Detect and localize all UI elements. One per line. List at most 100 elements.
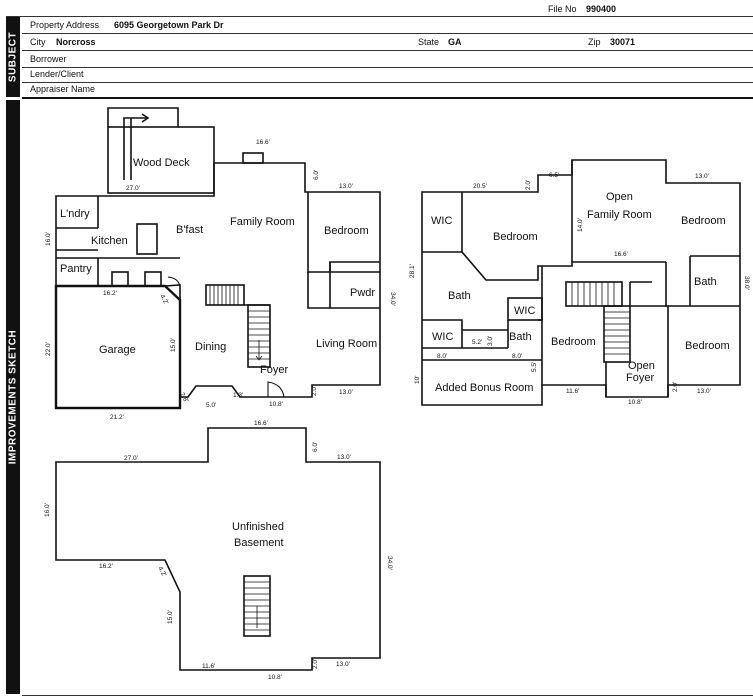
zip-label: Zip [588, 37, 601, 47]
deck-stair-arrow [123, 117, 148, 180]
label-bedroom-upper-3: Bedroom [551, 336, 596, 348]
label-unfinished: Unfinished [232, 521, 284, 533]
dim-main-13-top: 13.0' [339, 183, 353, 190]
dim-main-2: 2.0' [311, 386, 318, 396]
dim-base-13-bottom: 13.0' [336, 661, 350, 668]
label-bath-upper-2: Bath [694, 276, 717, 288]
dim-upper-116: 11.6' [566, 388, 579, 395]
basement-outline [55, 427, 381, 671]
label-basement: Basement [234, 537, 284, 549]
dim-main-deck: 27.0' [126, 185, 140, 192]
dim-base-162: 16.2' [99, 563, 113, 570]
main-stair-treads [209, 285, 270, 361]
file-no-value: 990400 [586, 4, 617, 14]
label-family-room: Family Room [230, 216, 295, 228]
property-address-value: 6095 Georgetown Park Dr [114, 20, 224, 30]
dim-upper-166: 16.6' [614, 251, 628, 258]
dim-upper-8a: 8.0' [437, 353, 447, 360]
dim-base-166: 16.6' [254, 420, 268, 427]
dim-main-15: 15.0' [170, 338, 177, 352]
dim-upper-65: 6.5' [549, 172, 559, 179]
property-address-row: Property Address 6095 Georgetown Park Dr [22, 17, 753, 34]
dim-main-162: 16.2' [103, 290, 117, 297]
appraiser-label: Appraiser Name [30, 84, 96, 94]
dim-main-13-bottom: 13.0' [339, 389, 353, 396]
dim-base-108: 10.8' [268, 674, 282, 681]
label-kitchen: Kitchen [91, 235, 128, 247]
wood-deck-outline [107, 126, 215, 194]
label-wic-upper-1: WIC [431, 215, 452, 227]
appraiser-row: Appraiser Name [22, 81, 753, 99]
dim-upper-8b: 8.0' [512, 353, 522, 360]
city-label: City [30, 37, 46, 47]
label-bfast: B'fast [176, 224, 203, 236]
label-pwdr: Pwdr [350, 287, 375, 299]
upper-floor-plan [421, 159, 741, 406]
dim-upper-10: 10' [414, 376, 421, 384]
dim-upper-108: 10.8' [628, 399, 642, 406]
dim-main-108: 10.8' [269, 401, 283, 408]
zip-value: 30071 [610, 37, 636, 47]
label-open-foyer-2: Foyer [626, 372, 654, 384]
label-bath-upper-1: Bath [448, 290, 471, 302]
dim-upper-38: 38.0' [743, 276, 750, 290]
lender-label: Lender/Client [30, 69, 84, 79]
main-floor-plan [54, 107, 381, 410]
dim-upper-205: 20.5' [473, 183, 487, 190]
label-bedroom-upper-4: Bedroom [685, 340, 730, 352]
state-label: State [418, 37, 440, 47]
main-floor-outline [55, 162, 381, 398]
label-laundry: L'ndry [60, 208, 90, 220]
city-row: City Norcross State GA Zip 30071 [22, 34, 753, 51]
upper-floor-outline [421, 159, 741, 406]
label-open-family-1: Open [606, 191, 633, 203]
state-value: GA [448, 37, 462, 47]
dim-main-22: 22.0' [45, 342, 52, 356]
dim-base-6: 6.0' [312, 442, 319, 452]
dim-main-5: 5.0' [206, 402, 216, 409]
dim-base-16: 16.0' [44, 503, 51, 517]
label-open-foyer-1: Open [628, 360, 655, 372]
dim-base-13-top: 13.0' [337, 454, 351, 461]
label-bedroom-upper-2: Bedroom [681, 215, 726, 227]
arrow-head [141, 113, 150, 123]
dim-main-6: 6.0' [313, 170, 320, 180]
dim-upper-2b: 2.0' [672, 382, 679, 392]
basement-stair-treads [244, 581, 270, 631]
label-bonus-room: Added Bonus Room [435, 382, 533, 394]
borrower-label: Borrower [30, 54, 67, 64]
city-value: Norcross [56, 37, 96, 47]
label-bath-upper-3: Bath [509, 331, 532, 343]
kitchen-island [136, 223, 158, 255]
dim-main-28: 2.8' [178, 392, 189, 404]
lender-row: Lender/Client [22, 66, 753, 83]
basement-plan [55, 427, 381, 671]
dim-main-16: 16.0' [45, 232, 52, 246]
dim-main-13: 1.3' [233, 392, 243, 399]
dim-base-27: 27.0' [124, 455, 138, 462]
dim-base-2: 2.0' [312, 659, 319, 669]
dim-base-34: 34.0' [386, 556, 393, 570]
dim-main-34: 34.0' [389, 292, 396, 306]
property-address-label: Property Address [30, 20, 100, 30]
dim-upper-2: 2.0' [525, 180, 532, 190]
footer-rule [22, 695, 753, 696]
main-stairs-1 [205, 284, 245, 306]
dim-base-15: 15.0' [167, 610, 174, 624]
dim-upper-14: 14.0' [577, 218, 584, 232]
dim-upper-55: 5.5' [531, 362, 538, 372]
dim-upper-13-bottom: 13.0' [697, 388, 711, 395]
deck-stairs-outline [107, 107, 179, 127]
label-garage: Garage [99, 344, 136, 356]
dim-upper-52: 5.2' [472, 339, 482, 346]
header-top-rule [6, 16, 753, 17]
label-bedroom-main: Bedroom [324, 225, 369, 237]
dim-main-top: 16.6' [256, 139, 270, 146]
improvements-sketch-band: IMPROVEMENTS SKETCH [6, 100, 20, 694]
file-no-label: File No [548, 4, 577, 14]
label-bedroom-upper-1: Bedroom [493, 231, 538, 243]
borrower-row: Borrower [22, 51, 753, 68]
label-pantry: Pantry [60, 263, 92, 275]
label-open-family-2: Family Room [587, 209, 652, 221]
